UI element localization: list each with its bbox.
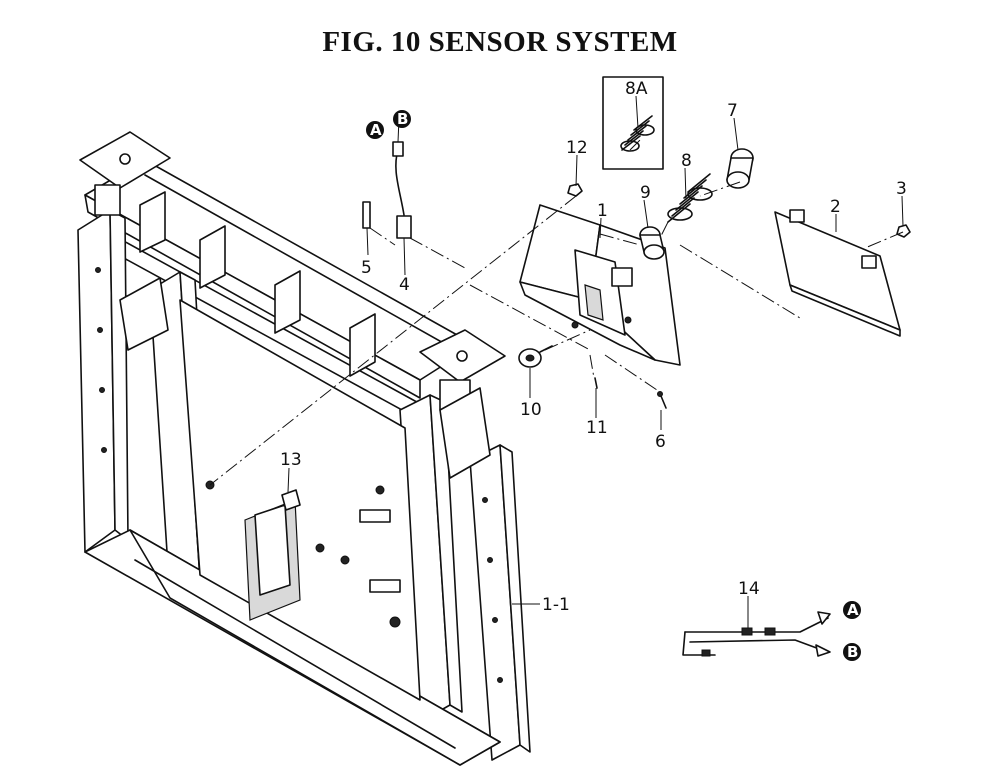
inset-8a — [602, 76, 664, 170]
harness-14 — [682, 611, 831, 657]
small-hardware — [567, 183, 667, 409]
part-label-1-1: 1-1 — [542, 595, 570, 615]
connector-b-marker-harness — [843, 643, 861, 661]
connector-a-label-harness: A — [847, 601, 859, 619]
part-label-7: 7 — [727, 101, 738, 121]
part-label-8a: 8A — [625, 79, 648, 99]
sensor-bracket — [519, 204, 681, 366]
spacer-9 — [639, 226, 665, 260]
sensor-4 — [362, 141, 412, 239]
cap-7 — [726, 148, 754, 189]
part-label-9: 9 — [640, 183, 651, 203]
part-labels: 12 1 9 8 7 8A 2 3 4 5 10 11 6 13 14 1-1 — [280, 79, 907, 615]
connector-b-label-harness: B — [847, 643, 858, 661]
part-label-8: 8 — [681, 151, 692, 171]
part-label-6: 6 — [655, 432, 666, 452]
part-label-5: 5 — [361, 258, 372, 278]
part-label-13: 13 — [280, 450, 302, 470]
sensor-cover — [774, 209, 901, 337]
part-label-11: 11 — [586, 418, 608, 438]
leader-lines — [287, 95, 904, 628]
part-label-4: 4 — [399, 275, 410, 295]
clip-13 — [281, 489, 301, 511]
spring-8 — [667, 173, 713, 223]
assembly-lines — [209, 139, 904, 486]
part-label-14: 14 — [738, 579, 760, 599]
connector-markers: A B A B — [366, 110, 861, 661]
nut-3 — [896, 224, 911, 238]
connector-a-label-top: A — [370, 121, 382, 139]
part-label-1: 1 — [597, 201, 608, 221]
connector-a-marker-top — [366, 121, 384, 139]
main-frame — [77, 131, 531, 766]
knob-10 — [518, 345, 553, 368]
part-label-12: 12 — [566, 138, 588, 158]
figure-title: FIG. 10 SENSOR SYSTEM — [322, 26, 678, 58]
connector-a-marker-harness — [843, 601, 861, 619]
connector-b-label-top: B — [397, 110, 408, 128]
part-label-2: 2 — [830, 197, 841, 217]
part-label-3: 3 — [896, 179, 907, 199]
connector-b-marker-top — [393, 110, 411, 128]
part-label-10: 10 — [520, 400, 542, 420]
